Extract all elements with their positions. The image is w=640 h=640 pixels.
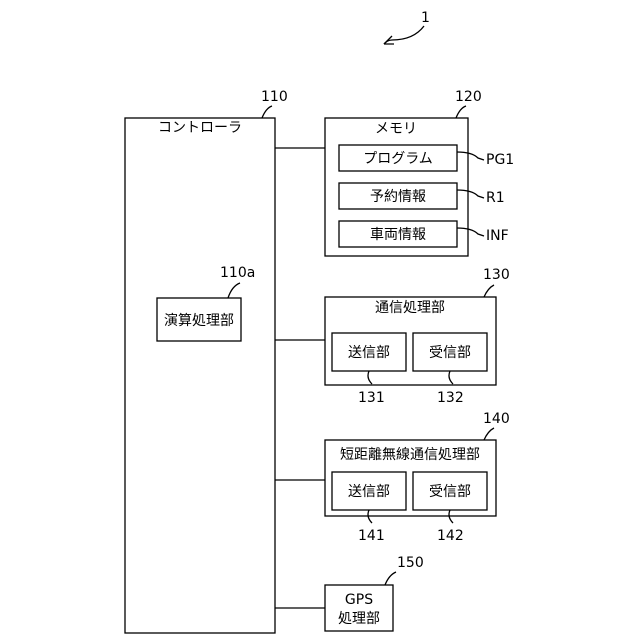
memory-leader [456,106,466,118]
gps-label-line2: 処理部 [338,611,380,627]
comm-recv-ref: 132 [437,390,464,406]
controller-leader [262,106,272,118]
comm-leader [484,285,494,297]
controller-box [125,118,275,633]
short-range-label: 短距離無線通信処理部 [340,446,480,463]
memory-item-reservation-ref: R1 [486,190,505,206]
short-range-send-label: 送信部 [348,484,390,500]
memory-ref: 120 [455,89,482,105]
comm-label: 通信処理部 [375,300,445,316]
gps-label-line1: GPS [345,592,373,608]
controller-label: コントローラ [158,120,242,136]
arithmetic-ref: 110a [220,265,255,281]
short-range-leader [484,428,494,440]
short-range-recv-label: 受信部 [429,484,471,500]
comm-ref: 130 [483,267,510,283]
memory-item-vehicle-ref: INF [486,228,509,244]
memory-label: メモリ [375,121,417,137]
short-range-send-ref: 141 [358,528,385,544]
memory-item-program-ref: PG1 [486,152,514,168]
short-range-recv-ref: 142 [437,528,464,544]
controller-ref: 110 [261,89,288,105]
comm-recv-label: 受信部 [429,345,471,361]
gps-ref: 150 [397,555,424,571]
memory-item-vehicle-label: 車両情報 [370,226,426,243]
short-range-ref: 140 [483,411,510,427]
gps-leader [385,572,396,585]
arithmetic-label: 演算処理部 [164,313,234,329]
comm-send-ref: 131 [358,390,385,406]
memory-item-reservation-label: 予約情報 [370,189,426,205]
memory-item-program-label: プログラム [363,151,433,167]
comm-send-label: 送信部 [348,345,390,361]
figure-ref: 1 [421,10,430,26]
figure-ref-arrow [384,26,424,44]
